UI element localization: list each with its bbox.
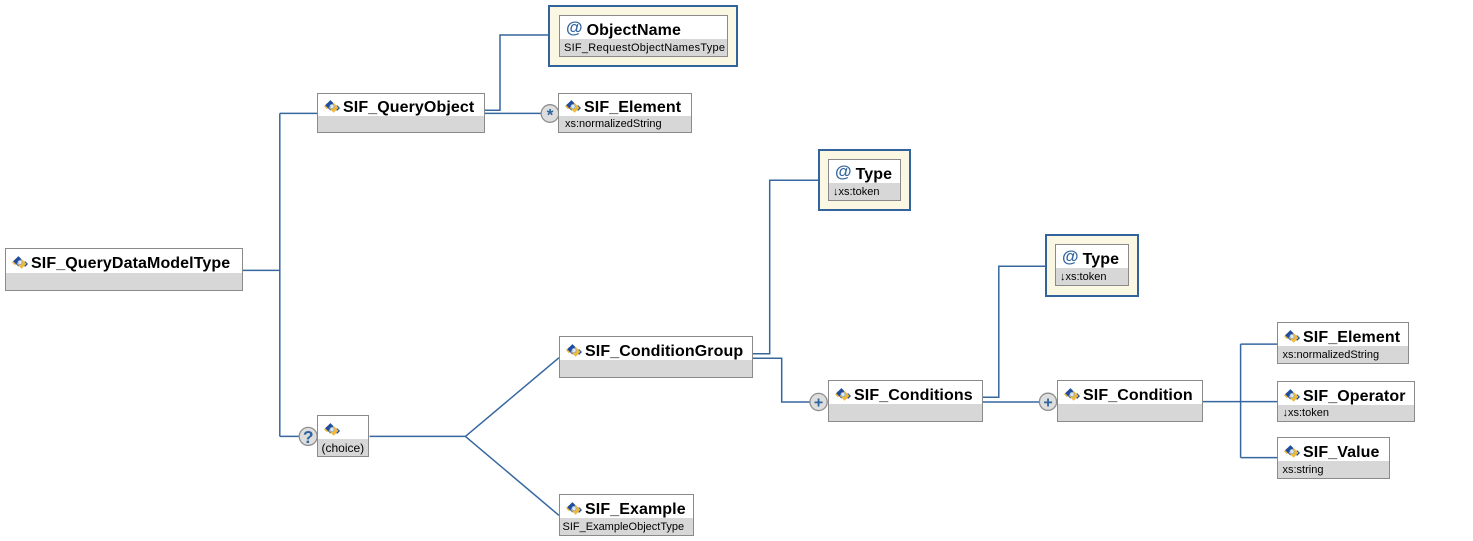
svg-text:?: ?: [303, 427, 314, 447]
svg-text:+: +: [814, 395, 823, 412]
svg-text:*: *: [547, 106, 554, 125]
svg-text:+: +: [1043, 394, 1052, 411]
